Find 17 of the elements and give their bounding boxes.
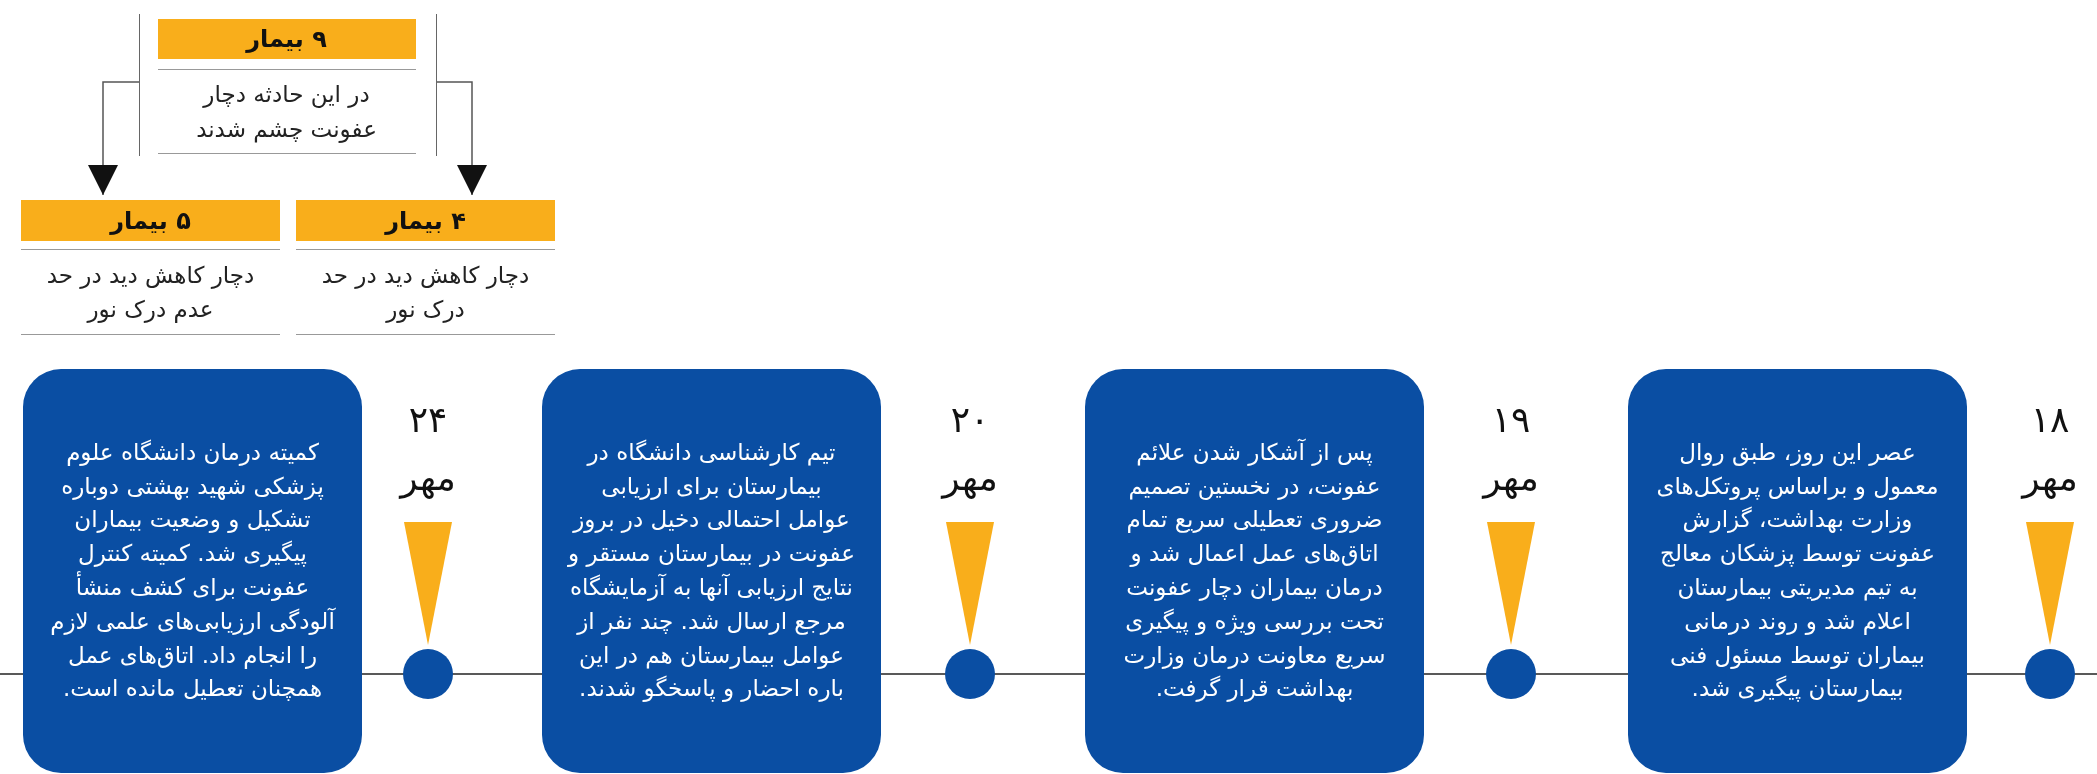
date-label: ۱۸ مهر bbox=[2019, 398, 2079, 501]
title-bar: ۴ بیمار bbox=[296, 200, 555, 241]
event-card: عصر این روز، طبق روال معمول و براساس پروتکل‌های وزارت بهداشت، گزارش عفونت توسط پزشکان معالج به تیم مدیریتی بیمارستان اعلام شد و روند درمانی بیماران توسط مسئول فنی بیمارستان پیگیری شد. bbox=[1628, 369, 1967, 773]
description-text: دچار کاهش دید در حد عدم درک نور bbox=[21, 249, 280, 335]
arrow bbox=[88, 81, 140, 196]
event-card: پس از آشکار شدن علائم عفونت، در نخستین تصمیم ضروری تعطیلی سریع تمام اتاق‌های عمل اعمال شد و درمان بیماران دچار عفونت تحت بررسی ویژه و پیگیری سریع معاونت درمان وزارت بهداشت قرار گرفت. bbox=[1085, 369, 1424, 773]
group-frame bbox=[139, 14, 437, 156]
description-text: دچار کاهش دید در حد درک نور bbox=[296, 249, 555, 335]
date-label: ۱۹ مهر bbox=[1480, 398, 1540, 501]
title-bar: ۵ بیمار bbox=[21, 200, 280, 241]
date-label: ۲۰ مهر bbox=[939, 398, 999, 501]
arrow bbox=[436, 81, 487, 196]
event-card: تیم کارشناسی دانشگاه در بیمارستان برای ارزیابی عوامل احتمالی دخیل در بروز عفونت در بیمارستان مستقر و نتایج ارزیابی آنها به آزمایشگاه مرجع ارسال شد. چند نفر از عوامل بیمارستان هم در این باره احضار و پاسخگو شدند. bbox=[542, 369, 881, 773]
date-label: ۲۴ مهر bbox=[397, 398, 457, 501]
event-card: کمیته درمان دانشگاه علوم پزشکی شهید بهشتی دوباره تشکیل و وضعیت بیماران پیگیری شد. کمیته کنترل عفونت برای کشف منشأ آلودگی ارزیابی‌های علمی لازم را انجام داد. اتاق‌های عمل همچنان تعطیل مانده است. bbox=[23, 369, 362, 773]
description-text: در این حادثه دچار عفونت چشم شدند bbox=[157, 69, 416, 154]
title-bar: ۹ بیمار bbox=[157, 19, 416, 59]
